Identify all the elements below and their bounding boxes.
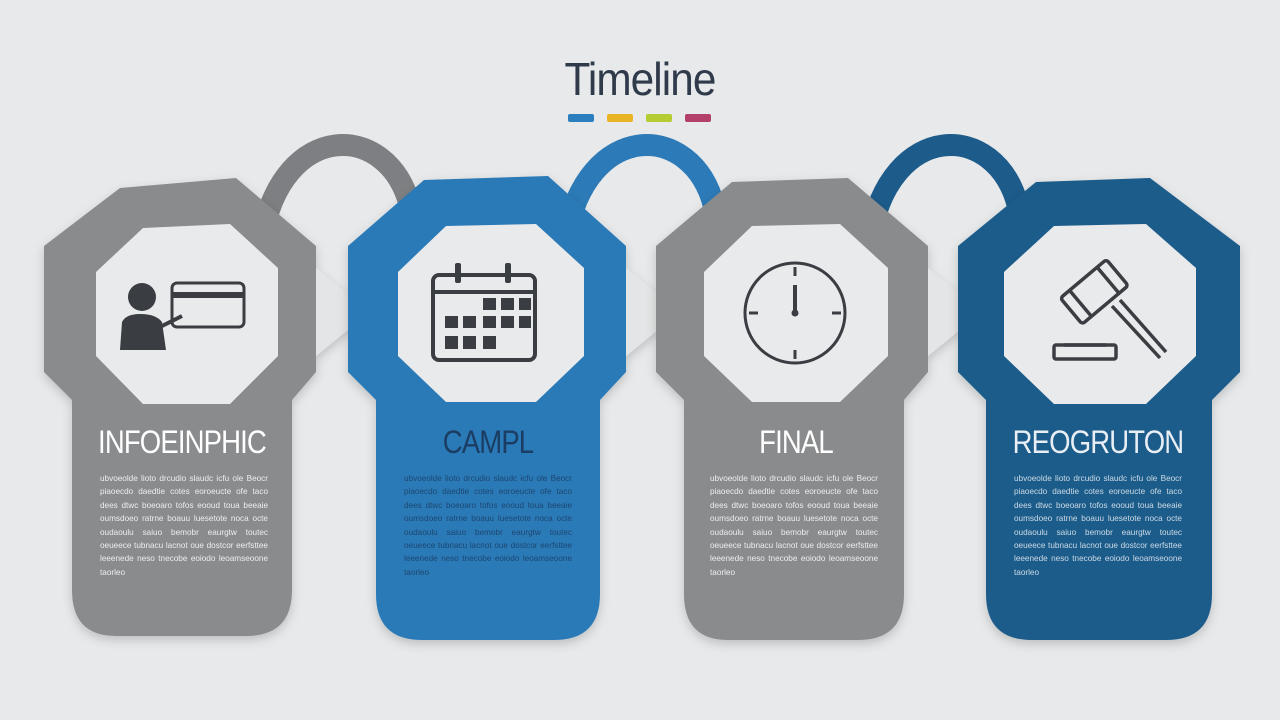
person-with-card-icon [120,281,246,350]
accent-dot-yellow [607,114,633,122]
step-1-body-text: ubvoeolde lioto drcudio slaudc icfu ole … [100,474,268,577]
step-3-arrow [928,268,982,356]
accent-dot-magenta [685,114,711,122]
accent-dots [568,114,714,124]
step-2-icon-badge [398,224,584,402]
step-4-label: REOGRUTON [1012,424,1185,460]
connector-arc-2 [555,134,725,249]
step-4-body-text: ubvoeolde lioto drcudio slaudc icfu ole … [1014,474,1182,577]
accent-dot-blue [568,114,594,122]
step-2-label: CAMPL [442,424,534,460]
step-1-arrow [316,268,370,356]
calendar-icon [431,263,537,362]
step-3-body-text: ubvoeolde lioto drcudio slaudc icfu ole … [710,474,878,577]
step-2-body-text: ubvoeolde lioto drcudio slaudc icfu ole … [404,474,572,577]
step-3-label: FINAL [759,424,834,460]
page-title: Timeline [564,53,717,105]
step-1-icon-badge [96,224,278,404]
step-4-icon-badge [1004,224,1196,404]
step-2-arrow [626,268,680,356]
step-1-label: INFOEINPHIC [98,424,267,460]
gavel-icon [1052,258,1168,361]
clock-icon [743,261,847,365]
accent-dot-green [646,114,672,122]
connector-arc-1 [251,134,421,249]
connector-arc-3 [859,134,1029,249]
